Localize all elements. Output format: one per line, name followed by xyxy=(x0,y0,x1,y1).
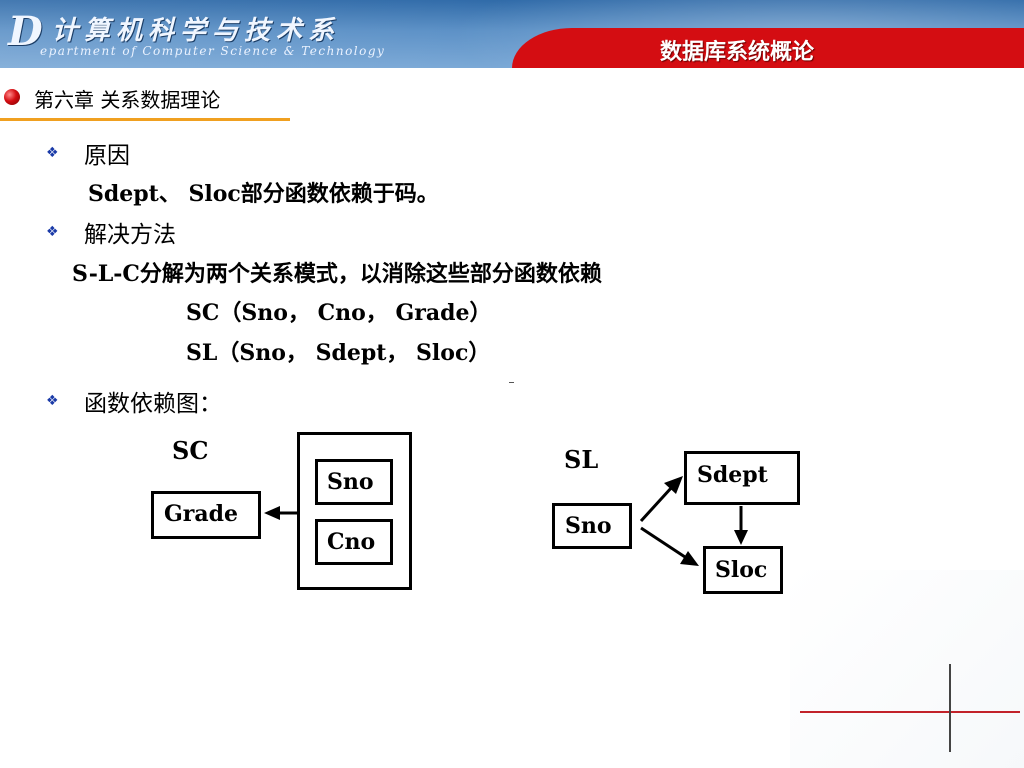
sl-sno-label: Sno xyxy=(565,513,612,539)
sl-sloc-box: Sloc xyxy=(703,546,783,594)
course-title: 数据库系统概论 xyxy=(659,40,814,65)
corner-vertical-line xyxy=(949,664,951,752)
section-solution-text: S-L-C分解为两个关系模式，以消除这些部分函数依赖 xyxy=(72,261,602,287)
arrowhead-sloc-icon xyxy=(680,551,699,566)
section-solution-heading: 解决方法 xyxy=(84,222,176,248)
sl-sdept-label: Sdept xyxy=(697,462,768,488)
arrow-sno-to-sdept xyxy=(639,485,674,523)
arrowhead-sdept-icon xyxy=(664,476,683,494)
chapter-title: 第六章 关系数据理论 xyxy=(34,88,221,112)
sl-sno-box: Sno xyxy=(552,503,632,549)
diamond-bullet-icon: ❖ xyxy=(46,393,59,409)
arrowhead-sdept-sloc-icon xyxy=(734,530,748,545)
dept-name-en: epartment of Computer Science & Technolo… xyxy=(40,44,386,58)
dept-name-cn: 计算机科学与技术系 xyxy=(52,16,341,46)
diamond-bullet-icon: ❖ xyxy=(46,224,59,240)
arrow-sno-to-sloc xyxy=(640,526,686,559)
diamond-bullet-icon: ❖ xyxy=(46,145,59,161)
sc-grade-box: Grade xyxy=(151,491,261,539)
corner-red-line xyxy=(800,711,1020,713)
sl-sdept-box: Sdept xyxy=(684,451,800,505)
arrowhead-grade-icon xyxy=(264,506,280,520)
sl-diagram-title: SL xyxy=(564,445,599,474)
schema-sc: SC（Sno， Cno， Grade） xyxy=(186,300,492,326)
header-banner: D 计算机科学与技术系 epartment of Computer Scienc… xyxy=(0,0,1024,68)
red-ball-icon xyxy=(4,89,20,105)
sl-sloc-label: Sloc xyxy=(715,557,768,583)
dept-logo-letter: D xyxy=(8,8,43,55)
section-fd-heading: 函数依赖图： xyxy=(84,391,222,417)
sc-sno-box: Sno xyxy=(315,459,393,505)
stray-mark xyxy=(509,382,514,383)
chapter-underline xyxy=(0,118,290,121)
sc-diagram-title: SC xyxy=(172,436,209,465)
schema-sl: SL（Sno， Sdept， Sloc） xyxy=(186,340,491,366)
sc-cno-label: Cno xyxy=(327,529,376,555)
sc-grade-label: Grade xyxy=(164,501,239,527)
section-reason-heading: 原因 xyxy=(84,143,130,169)
section-reason-text: Sdept、 Sloc部分函数依赖于码。 xyxy=(88,181,439,207)
sc-cno-box: Cno xyxy=(315,519,393,565)
sc-sno-label: Sno xyxy=(327,469,374,495)
banner-red-swoosh xyxy=(512,28,1024,68)
corner-fade xyxy=(790,570,1024,768)
banner-shade xyxy=(0,0,520,68)
